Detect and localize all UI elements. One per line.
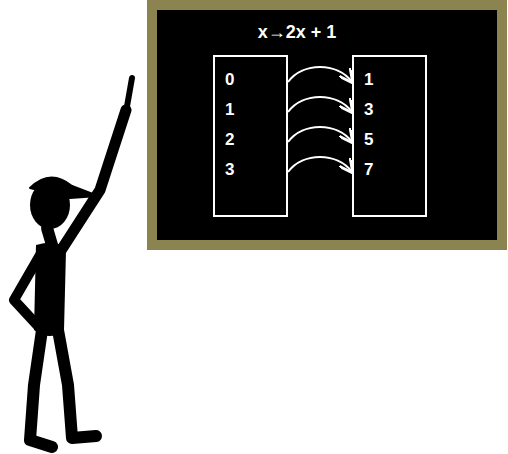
mapping-arrow bbox=[288, 67, 352, 82]
domain-set-box: 0123 bbox=[213, 55, 288, 217]
domain-value: 1 bbox=[225, 95, 234, 125]
mapping-arrow bbox=[288, 157, 352, 172]
domain-value: 3 bbox=[225, 155, 234, 185]
mapping-arrow bbox=[288, 97, 352, 112]
range-set-box: 1357 bbox=[352, 55, 427, 217]
range-value: 7 bbox=[364, 155, 373, 185]
domain-value: 0 bbox=[225, 65, 234, 95]
range-value: 5 bbox=[364, 125, 373, 155]
function-rule: x→2x + 1 bbox=[207, 10, 387, 43]
domain-value: 2 bbox=[225, 125, 234, 155]
range-value: 3 bbox=[364, 95, 373, 125]
blackboard: x→2x + 101231357 bbox=[147, 0, 507, 250]
range-value: 1 bbox=[364, 65, 373, 95]
mapping-arrow bbox=[288, 127, 352, 142]
connector-layer bbox=[157, 10, 508, 260]
